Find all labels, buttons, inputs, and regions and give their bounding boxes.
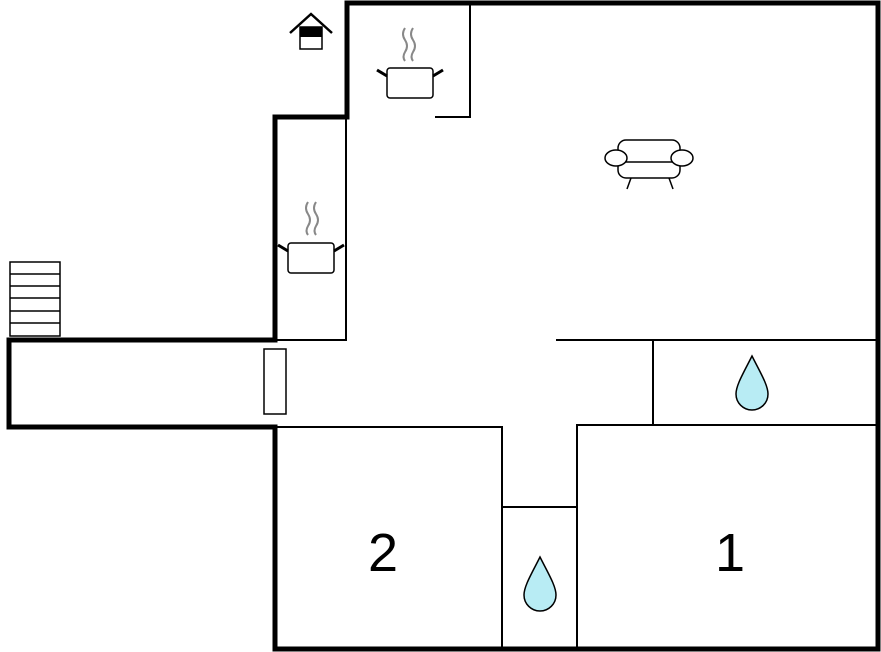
stairs-icon bbox=[9, 261, 61, 337]
cooking-pot-icon bbox=[376, 27, 444, 99]
room-label-bedroom-1: 1 bbox=[715, 523, 745, 583]
water-drop-icon bbox=[523, 555, 557, 612]
water-drop-icon bbox=[735, 354, 769, 411]
cooking-pot-icon bbox=[277, 201, 345, 274]
room-label-bedroom-2: 2 bbox=[368, 523, 398, 583]
house-entrance-icon bbox=[289, 12, 333, 50]
exterior-walls bbox=[6, 0, 881, 652]
interior-walls bbox=[277, 5, 877, 648]
sofa-icon bbox=[604, 139, 694, 190]
door-icon bbox=[263, 348, 287, 415]
